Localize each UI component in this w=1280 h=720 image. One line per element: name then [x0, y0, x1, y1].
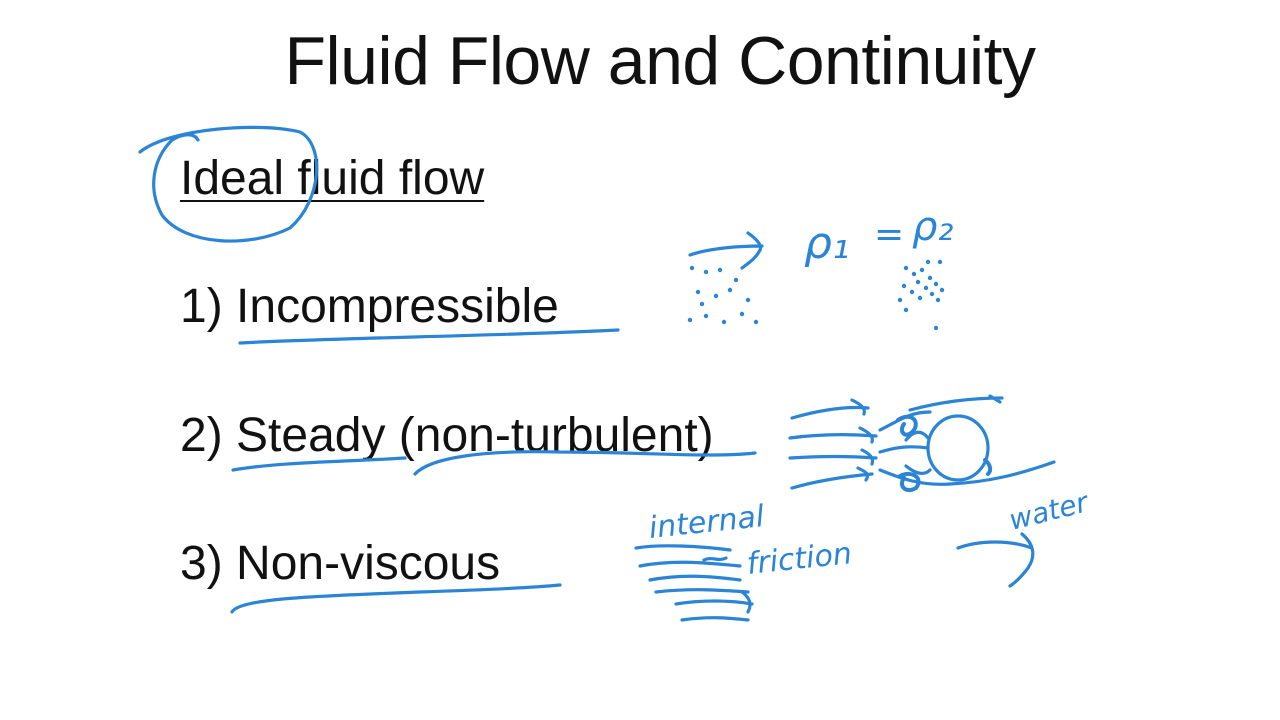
density-2-label: ρ₂ [912, 204, 953, 250]
streamline-arrow-icon [790, 398, 870, 420]
list-item-steady: 2) Steady (non-turbulent) [180, 412, 714, 460]
streamline-arrow-icon [788, 448, 878, 466]
list-item-number: 1) [180, 280, 223, 333]
list-item-number: 3) [180, 537, 223, 590]
equals-label: = [874, 214, 904, 255]
list-item-non-viscous: 3) Non-viscous [180, 540, 500, 588]
list-item-number: 2) [180, 409, 223, 462]
list-item-label: Incompressible [236, 280, 559, 333]
slide-title: Fluid Flow and Continuity [284, 23, 1036, 99]
turbulence-scribble [896, 414, 993, 493]
particles-compressed [897, 259, 945, 331]
friction-label: friction [745, 536, 853, 582]
particles-spread [687, 265, 759, 325]
arrow-icon [688, 231, 764, 270]
streamline-arrow-icon [790, 466, 874, 490]
section-heading: Ideal fluid flow [180, 152, 485, 205]
water-label: water [1006, 485, 1093, 537]
streamline-arrow-icon [788, 426, 878, 444]
list-item-label: Non-viscous [236, 537, 501, 590]
list-item-label: Steady (non-turbulent) [236, 409, 714, 462]
list-item-incompressible: 1) Incompressible [180, 283, 559, 331]
internal-label: internal [647, 499, 766, 546]
friction-lines [634, 544, 750, 594]
density-1-label: ρ₁ [804, 218, 850, 269]
water-arrow-icon [956, 532, 1035, 588]
friction-wavy-line [702, 556, 728, 562]
friction-arrow-icon [674, 590, 754, 622]
flow-lines [878, 394, 1056, 486]
obstacle-shape [926, 414, 990, 482]
